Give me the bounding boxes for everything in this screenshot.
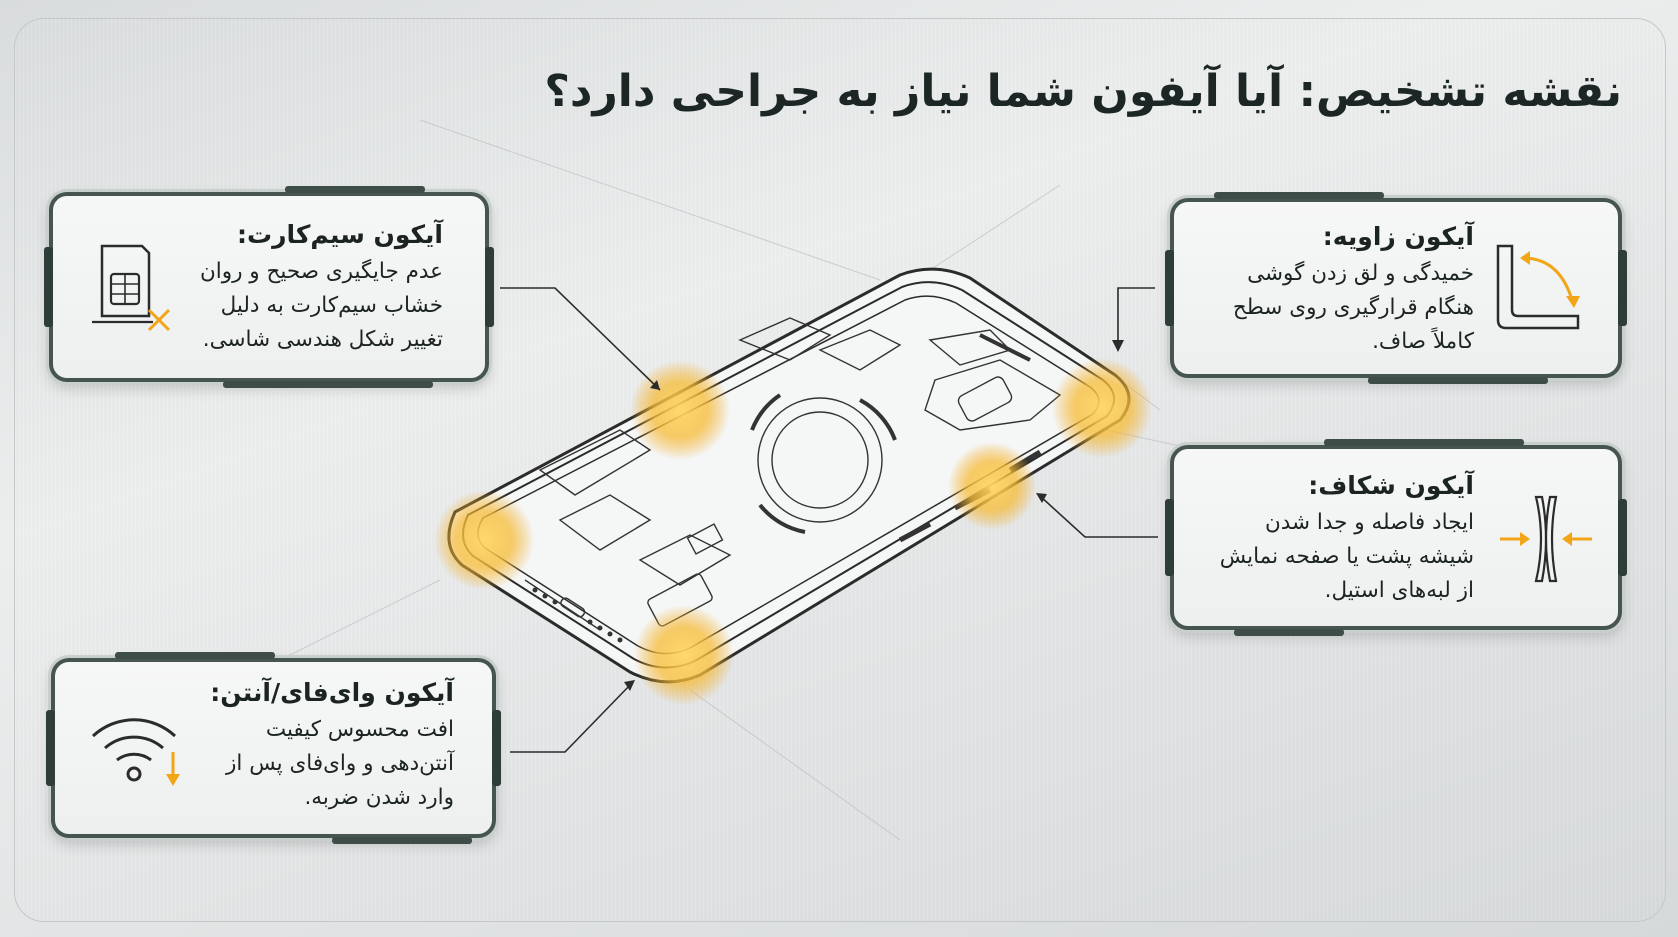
highlight-side [948, 442, 1036, 530]
callout-sim-title: آیکون سیم‌کارت: [236, 220, 443, 249]
callout-gap-title: آیکون شکاف: [1308, 471, 1474, 500]
callout-corner-title: آیکون زاویه: [1322, 222, 1474, 251]
callout-gap-body: ایجاد فاصله و جدا شدن شیشه پشت یا صفحه ن… [1219, 510, 1474, 603]
callout-wifi-title: آیکون وای‌فای/آنتن: [210, 678, 454, 707]
callout-corner-body: خمیدگی و لق زدن گوشی هنگام قرارگیری روی … [1232, 261, 1474, 354]
callout-wifi-body: افت محسوس کیفیت آنتن‌دهی و وای‌فای پس از… [226, 717, 454, 810]
page-title: نقشه تشخیص: آیا آیفون شما نیاز به جراحی … [544, 66, 1622, 117]
callout-corner: آیکون زاویه: خمیدگی و لق زدن گوشی هنگام … [1165, 192, 1627, 384]
callout-gap: آیکون شکاف: ایجاد فاصله و جدا شدن شیشه پ… [1165, 439, 1627, 636]
highlight-left [434, 490, 534, 590]
sim-card-x-icon [87, 238, 177, 338]
gap-arrows-icon [1496, 489, 1596, 589]
callout-wifi: آیکون وای‌فای/آنتن: افت محسوس کیفیت آنتن… [46, 652, 501, 844]
callout-sim: آیکون سیم‌کارت: عدم جایگیری صحیح و روان … [44, 186, 494, 388]
highlight-bottom [634, 605, 734, 705]
wifi-down-icon [89, 708, 189, 788]
damage-highlights [434, 358, 1152, 705]
callout-sim-body: عدم جایگیری صحیح و روان خشاب سیم‌کارت به… [199, 259, 443, 352]
highlight-corner-top [1052, 358, 1152, 458]
corner-angle-icon [1488, 238, 1588, 338]
